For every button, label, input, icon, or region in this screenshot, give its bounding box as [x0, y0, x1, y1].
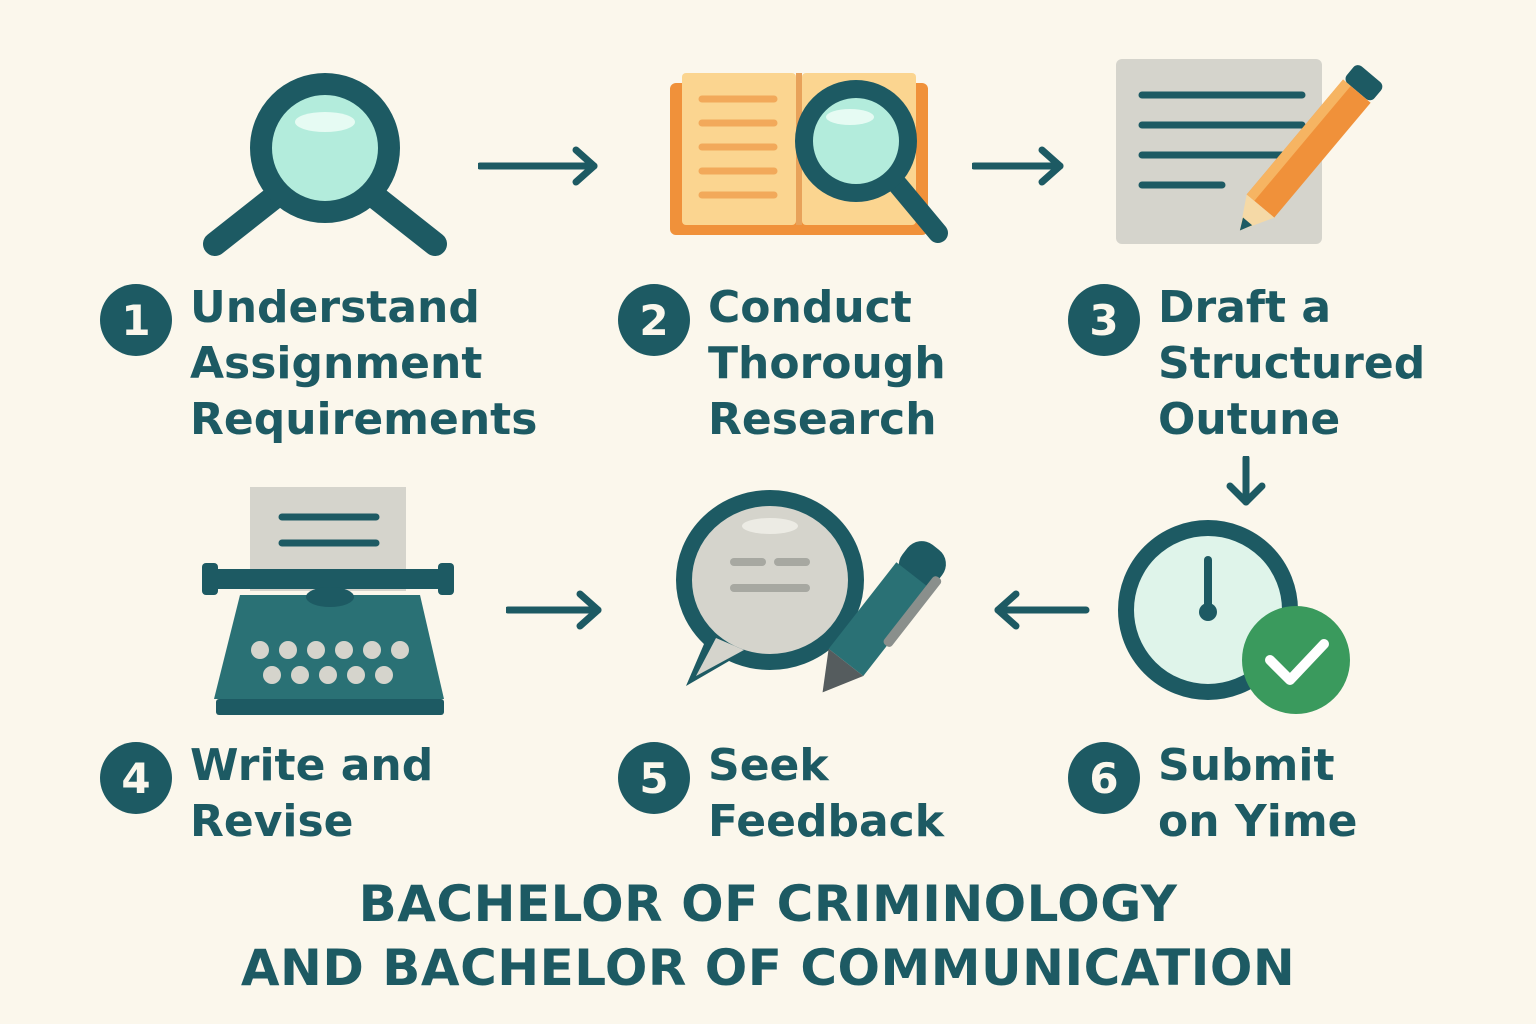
step-label: Seek Feedback: [708, 740, 944, 847]
step-5: 5 Seek Feedback: [618, 738, 944, 850]
step-label: Conduct Thorough Research: [708, 282, 946, 445]
step-6: 6 Submit on Yime: [1068, 738, 1358, 850]
book-magnifier-icon: [670, 73, 948, 243]
arrow-step-6-to-5: [994, 590, 1090, 630]
step-label: Draft a Structured Outune: [1158, 282, 1426, 445]
arrow-step-1-to-2: [478, 146, 598, 186]
typewriter-icon: [202, 487, 454, 715]
step-4: 4 Write and Revise: [100, 738, 433, 850]
speech-bubble-pen-icon: [676, 490, 946, 693]
arrow-step-3-to-6: [1226, 456, 1266, 506]
step-number-badge: 2: [618, 284, 690, 356]
magnifying-glass-icon: [203, 73, 447, 256]
step-label: Submit on Yime: [1158, 740, 1358, 847]
step-3: 3 Draft a Structured Outune: [1068, 280, 1425, 448]
arrow-step-4-to-5: [506, 590, 602, 630]
document-pencil-icon: [1116, 59, 1383, 244]
step-number-badge: 3: [1068, 284, 1140, 356]
program-title: BACHELOR OF CRIMINOLOGY AND BACHELOR OF …: [240, 875, 1296, 997]
step-label: Understand Assignment Requirements: [190, 282, 538, 445]
step-1: 1 Understand Assignment Requirements: [100, 280, 537, 448]
step-number-badge: 1: [100, 284, 172, 356]
arrow-step-2-to-3: [972, 146, 1064, 186]
step-number-badge: 6: [1068, 742, 1140, 814]
step-number-badge: 5: [618, 742, 690, 814]
step-number-badge: 4: [100, 742, 172, 814]
step-2: 2 Conduct Thorough Research: [618, 280, 946, 448]
step-label: Write and Revise: [190, 740, 434, 847]
clock-check-icon: [1118, 520, 1350, 714]
